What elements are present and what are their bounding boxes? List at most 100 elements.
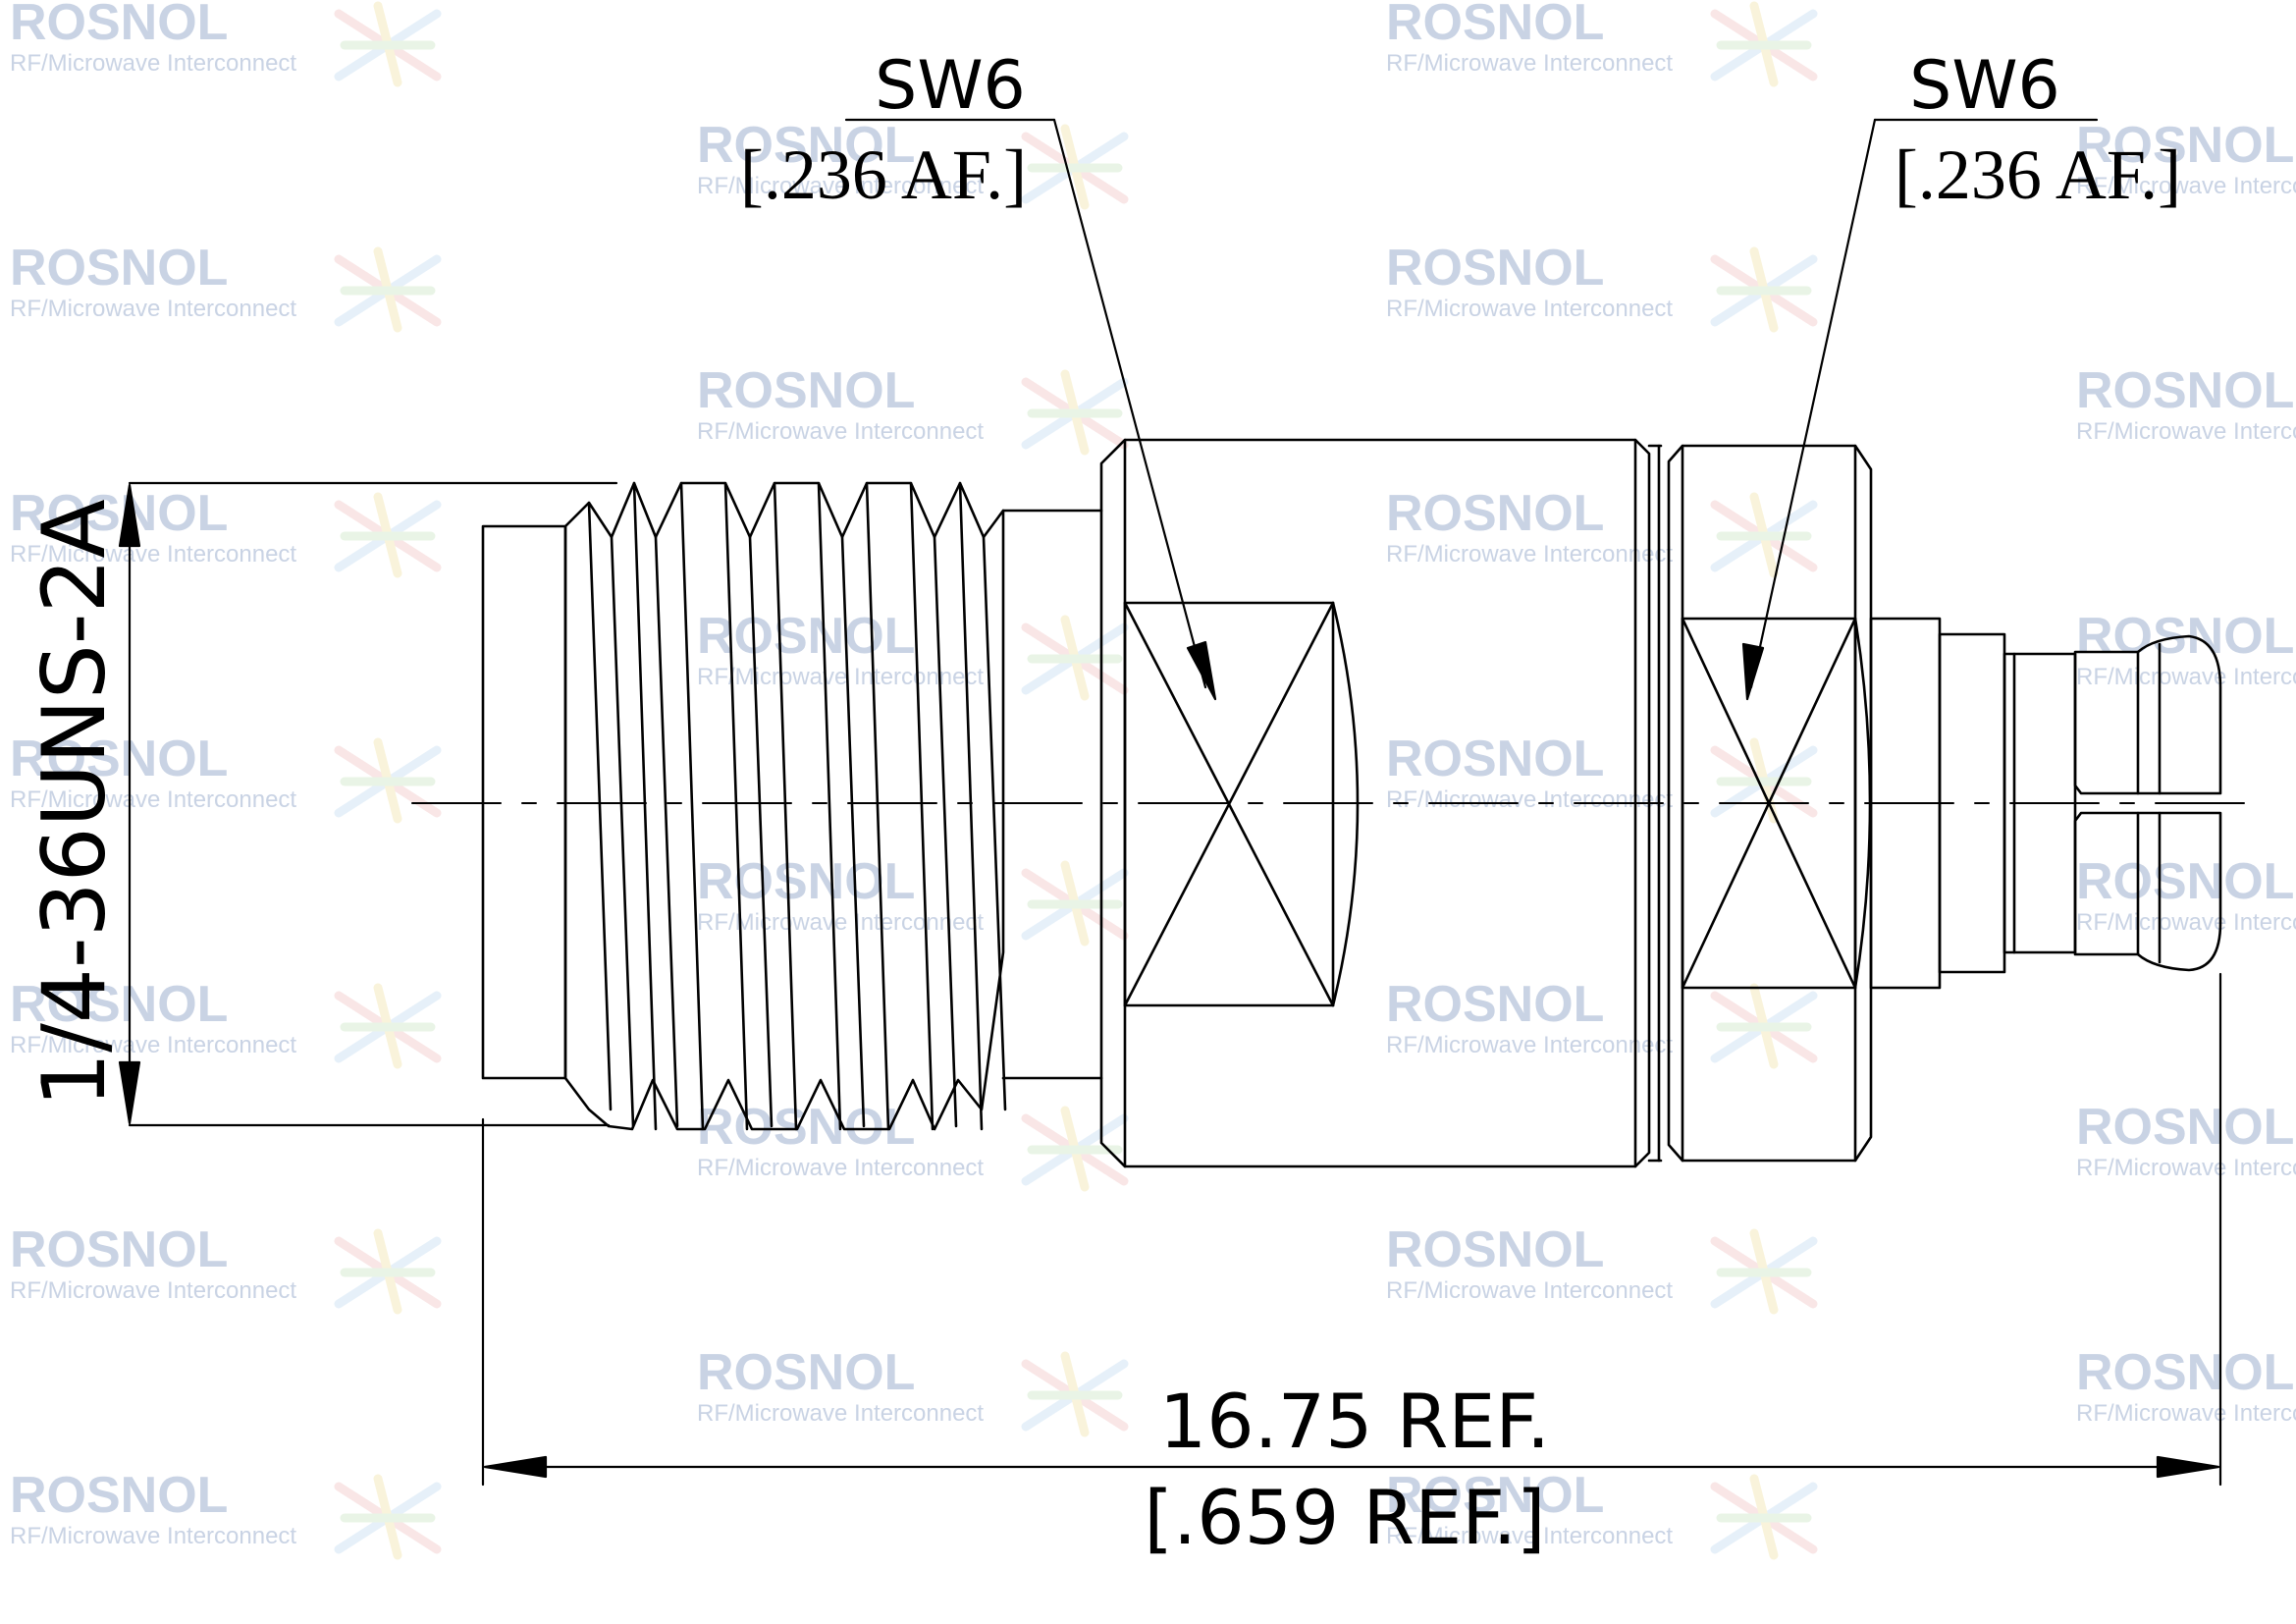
thread-crest-line bbox=[982, 535, 1007, 1111]
watermark-brand: ROSNOL bbox=[10, 976, 228, 1033]
watermark-tagline: RF/Microwave Interconnect bbox=[2076, 1155, 2296, 1181]
rosnol-logo-star-icon bbox=[1710, 737, 1818, 824]
rosnol-logo-star-icon bbox=[334, 246, 442, 333]
rosnol-logo-star-icon bbox=[1710, 1, 1818, 87]
watermark-brand: ROSNOL bbox=[10, 240, 228, 297]
watermark-tagline: RF/Microwave Interconnect bbox=[1386, 541, 1673, 568]
watermark-tagline: RF/Microwave Interconnect bbox=[2076, 418, 2296, 445]
length-arrow-right bbox=[2156, 1455, 2220, 1479]
watermark-brand: ROSNOL bbox=[2076, 117, 2294, 174]
watermark-brand: ROSNOL bbox=[1386, 731, 1604, 787]
watermark-tagline: RF/Microwave Interconnect bbox=[1386, 296, 1673, 322]
thread-crest-line bbox=[933, 535, 958, 1128]
watermark-tagline: RF/Microwave Interconnect bbox=[10, 786, 296, 813]
labels-layer: SW6 [.236 AF.] SW6 [.236 AF.] 1/4-36UNS-… bbox=[24, 47, 2181, 1561]
rosnol-logo-star-icon bbox=[1021, 615, 1129, 701]
rosnol-logo-star-icon bbox=[1710, 492, 1818, 578]
rosnol-logo-star-icon bbox=[1021, 1351, 1129, 1437]
rosnol-logo-star-icon bbox=[1021, 860, 1129, 947]
right-hex-x2 bbox=[1681, 617, 1857, 990]
watermark-tagline: RF/Microwave Interconnect bbox=[1386, 786, 1673, 813]
watermark-brand: ROSNOL bbox=[697, 853, 915, 910]
length-dimension bbox=[481, 972, 2222, 1487]
thread-crest-lines bbox=[587, 481, 1007, 1131]
rosnol-logo-star-icon bbox=[1710, 983, 1818, 1069]
watermark-brand: ROSNOL bbox=[697, 1344, 915, 1401]
watermark-tagline: RF/Microwave Interconnect bbox=[1386, 1523, 1673, 1549]
left-leader bbox=[1052, 118, 1207, 689]
rosnol-logo-star-icon bbox=[334, 983, 442, 1069]
watermark-brand: ROSNOL bbox=[1386, 485, 1604, 542]
thread-crest-line bbox=[865, 481, 890, 1131]
watermark-brand: ROSNOL bbox=[1386, 240, 1604, 297]
thread-crest-line bbox=[654, 535, 679, 1128]
length-in-label: [.659 REF.] bbox=[1144, 1474, 1545, 1561]
length-arrow-left bbox=[483, 1455, 548, 1479]
rosnol-logo-star-icon bbox=[1021, 1106, 1129, 1192]
right-leader-arrow bbox=[1741, 642, 1765, 701]
thread-arrow-bottom bbox=[118, 1060, 141, 1125]
watermark-tagline: RF/Microwave Interconnect bbox=[2076, 664, 2296, 690]
right-leader bbox=[1749, 118, 1877, 689]
watermark-tagline: RF/Microwave Interconnect bbox=[1386, 1032, 1673, 1058]
thread-dimension bbox=[118, 481, 618, 1127]
rear-tip-lower bbox=[2073, 811, 2222, 972]
rosnol-logo-star-icon bbox=[334, 737, 442, 824]
watermark-brand: ROSNOL bbox=[1386, 1467, 1604, 1524]
thread-crest-line bbox=[840, 535, 866, 1128]
rear-step-3 bbox=[2002, 652, 2077, 954]
thread-spec-label: 1/4-36UNS-2A bbox=[24, 499, 125, 1107]
thread-crest-line bbox=[610, 535, 635, 1128]
watermark-tagline: RF/Microwave Interconnect bbox=[10, 1523, 296, 1549]
drawing-layer bbox=[118, 118, 2249, 1487]
watermark-tagline: RF/Microwave Interconnect bbox=[1386, 50, 1673, 77]
watermark-tagline: RF/Microwave Interconnect bbox=[697, 173, 984, 199]
watermark-brand: ROSNOL bbox=[2076, 1344, 2294, 1401]
rear-pin bbox=[1869, 617, 2222, 990]
thread-crest-line bbox=[817, 481, 842, 1131]
left-leader-arrow bbox=[1186, 640, 1217, 701]
thread-crest-line bbox=[679, 481, 705, 1131]
thread-crest-line bbox=[958, 481, 984, 1131]
watermark-tagline: RF/Microwave Interconnect bbox=[10, 1032, 296, 1058]
rosnol-logo-star-icon bbox=[1021, 369, 1129, 456]
watermark-brand: ROSNOL bbox=[10, 485, 228, 542]
watermark-brand: ROSNOL bbox=[2076, 1099, 2294, 1156]
rosnol-logo-star-icon bbox=[334, 1474, 442, 1560]
coupling-body bbox=[1099, 438, 1651, 1168]
rosnol-logo-star-icon bbox=[334, 1228, 442, 1315]
watermark-tagline: RF/Microwave Interconnect bbox=[2076, 173, 2296, 199]
watermark-tagline: RF/Microwave Interconnect bbox=[697, 1155, 984, 1181]
length-mm-label: 16.75 REF. bbox=[1159, 1378, 1550, 1465]
watermark-brand: ROSNOL bbox=[10, 731, 228, 787]
rosnol-logo-star-icon bbox=[1710, 1474, 1818, 1560]
watermark-tagline: RF/Microwave Interconnect bbox=[697, 1400, 984, 1427]
left-hex-flat bbox=[1123, 601, 1335, 1007]
watermark-brand: ROSNOL bbox=[10, 0, 228, 51]
thread-crest-line bbox=[773, 481, 798, 1131]
watermark-brand: ROSNOL bbox=[10, 1467, 228, 1524]
left-hex-arc bbox=[1331, 601, 1360, 1007]
thread-arrow-top bbox=[118, 483, 141, 548]
watermark-brand: ROSNOL bbox=[1386, 976, 1604, 1033]
watermark-brand: ROSNOL bbox=[2076, 853, 2294, 910]
watermark-tagline: RF/Microwave Interconnect bbox=[10, 50, 296, 77]
watermark-brand: ROSNOL bbox=[697, 1099, 915, 1156]
